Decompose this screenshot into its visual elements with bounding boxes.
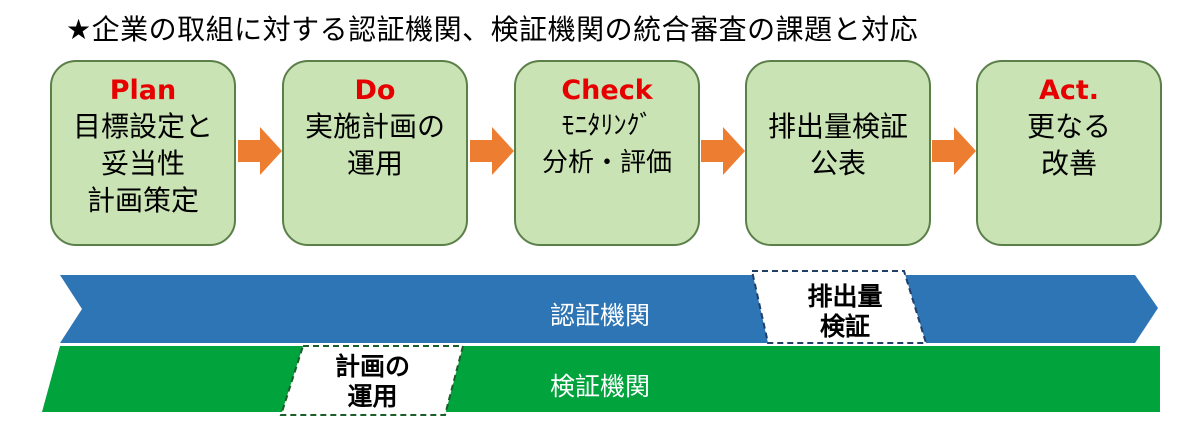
planning-patch (279, 345, 465, 416)
step-check-box: Check ﾓﾆﾀﾘﾝｸﾞ 分析・評価 (514, 60, 700, 246)
step-check-text: ﾓﾆﾀﾘﾝｸﾞ 分析・評価 (541, 111, 672, 178)
step-act-box: Act. 更なる 改善 (976, 60, 1162, 246)
step-do-text: 実施計画の 運用 (304, 110, 445, 180)
step-verification-text: 排出量検証 公表 (767, 110, 908, 180)
arrow-right-icon (932, 127, 976, 175)
step-act-heading: Act. (1038, 75, 1100, 106)
step-plan-box: Plan 目標設定と 妥当性 計画策定 (50, 60, 236, 246)
verification-patch-label: 排出量 検証 (807, 282, 883, 341)
verification-patch (750, 270, 928, 344)
step-do-heading: Do (354, 75, 396, 106)
verification-band-label: 検証機関 (550, 372, 651, 401)
diagram-title: ★企業の取組に対する認証機関、検証機関の統合審査の課題と対応 (66, 13, 919, 46)
arrow-right-icon (701, 127, 745, 175)
step-plan-text: 目標設定と 妥当性 計画策定 (72, 110, 213, 217)
planning-patch-label: 計画の 運用 (334, 352, 410, 411)
step-do-box: Do 実施計画の 運用 (282, 60, 468, 246)
step-check-heading: Check (561, 75, 653, 106)
certification-band-label: 認証機関 (550, 301, 651, 330)
step-verification-box: 排出量検証 公表 (745, 60, 931, 246)
arrow-right-icon (470, 127, 514, 175)
step-plan-heading: Plan (109, 75, 177, 106)
arrow-right-icon (238, 127, 282, 175)
step-act-text: 更なる 改善 (1026, 110, 1111, 180)
